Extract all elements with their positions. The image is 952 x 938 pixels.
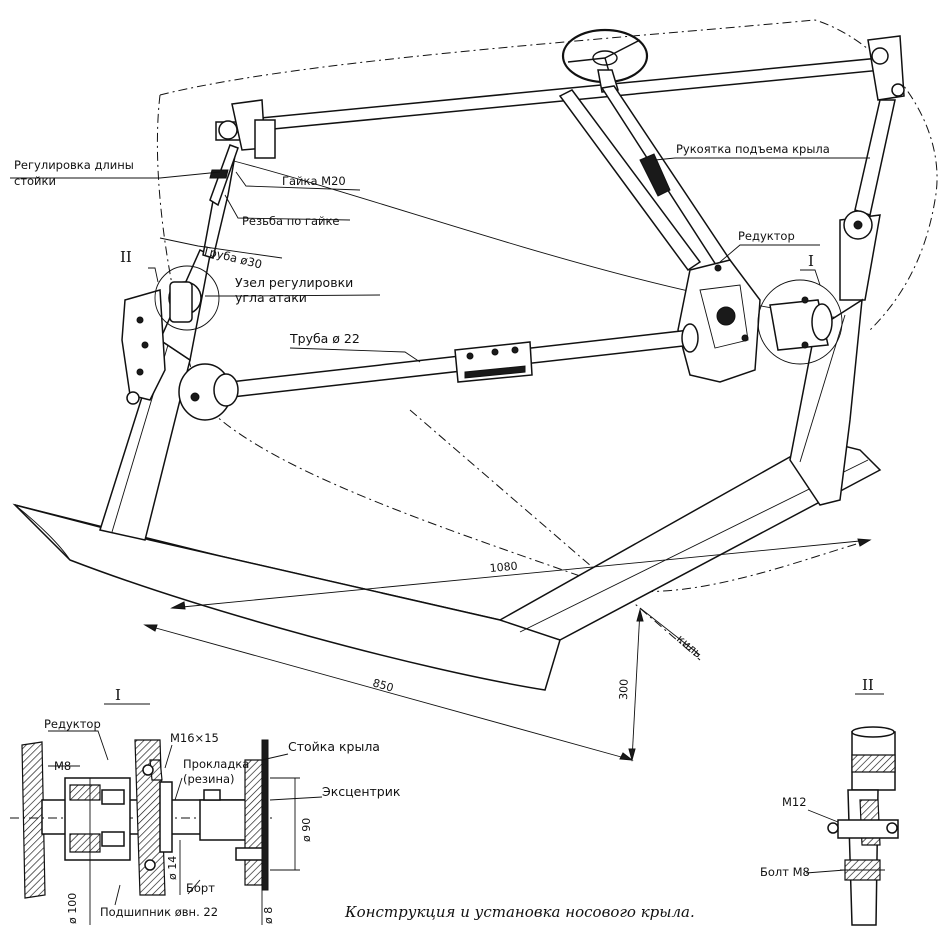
keel-line: [409, 409, 701, 661]
label-thread: Резьба по гайке: [242, 214, 340, 228]
detail-I-wing-post: Стойка крыла: [288, 739, 380, 754]
detail-I-flange: Борт: [186, 881, 215, 895]
right-flange-unit: [757, 279, 843, 365]
detail-II-title: II: [862, 676, 874, 694]
left-foot-ball: [126, 391, 140, 405]
detail-II-bolt: Болт М8: [760, 865, 810, 879]
label-length-adjust-1: Регулировка длины: [14, 158, 134, 172]
label-lift-handle: Рукоятка подъема крыла: [676, 142, 830, 156]
detail-I-title: I: [115, 686, 121, 704]
detail-I-m16: М16×15: [170, 731, 219, 745]
detail-I: I: [10, 686, 401, 925]
detail-I-m8: М8: [54, 759, 71, 773]
dim-300: 300: [617, 608, 644, 762]
main-assembly-view: 1080 850 300 Регул: [10, 19, 938, 762]
label-keel: киль: [674, 632, 705, 661]
lift-handle: [558, 85, 732, 272]
reducer-gearbox: [677, 259, 761, 383]
angle-adjust-unit: [154, 265, 220, 331]
detail-I-d90: ø 90: [300, 818, 313, 842]
detail-I-reducer-wall: [21, 741, 46, 899]
detail-I-bearing: Подшипник øвн. 22: [100, 905, 218, 919]
hull-outline: [159, 19, 938, 331]
label-mark-I: I: [808, 252, 814, 270]
hull-bow-line: [156, 94, 871, 593]
detail-I-gasket-2: (резина): [183, 772, 235, 786]
left-strut: [99, 149, 237, 541]
dim-1080-label: 1080: [489, 560, 518, 575]
detail-I-d14: ø 14: [166, 856, 179, 880]
right-strut: [789, 99, 896, 506]
detail-I-gasket-1: Прокладка: [183, 757, 249, 771]
length-adjust-rod: [209, 120, 241, 207]
label-angle-unit-1: Узел регулировки: [235, 275, 353, 290]
detail-I-reducer: Редуктор: [44, 717, 101, 731]
label-nut-m20: Гайка М20: [282, 174, 346, 188]
dim-850: 850: [143, 624, 634, 761]
detail-II-m12: М12: [782, 795, 807, 809]
label-length-adjust-2: стойки: [14, 174, 56, 188]
left-tube-flange: [178, 363, 239, 421]
dim-850-label: 850: [371, 676, 395, 694]
leader-lines: [10, 157, 870, 656]
label-tube22: Труба ø 22: [289, 331, 360, 346]
detail-I-eccentric: Эксцентрик: [322, 784, 401, 799]
label-mark-II: II: [120, 248, 132, 266]
label-tube30: Труба ø30: [200, 243, 263, 271]
detail-I-d100: ø 100: [66, 893, 79, 924]
dim-300-label: 300: [617, 679, 631, 700]
detail-II: II М12 Болт М8: [760, 676, 899, 926]
label-angle-unit-2: угла атаки: [235, 290, 307, 305]
tube-22: [229, 323, 699, 398]
dim-1080: 1080: [170, 538, 872, 610]
detail-I-d8: ø 8: [262, 907, 275, 924]
label-reducer: Редуктор: [738, 229, 795, 243]
figure-caption: Конструкция и установка носового крыла.: [344, 903, 695, 921]
